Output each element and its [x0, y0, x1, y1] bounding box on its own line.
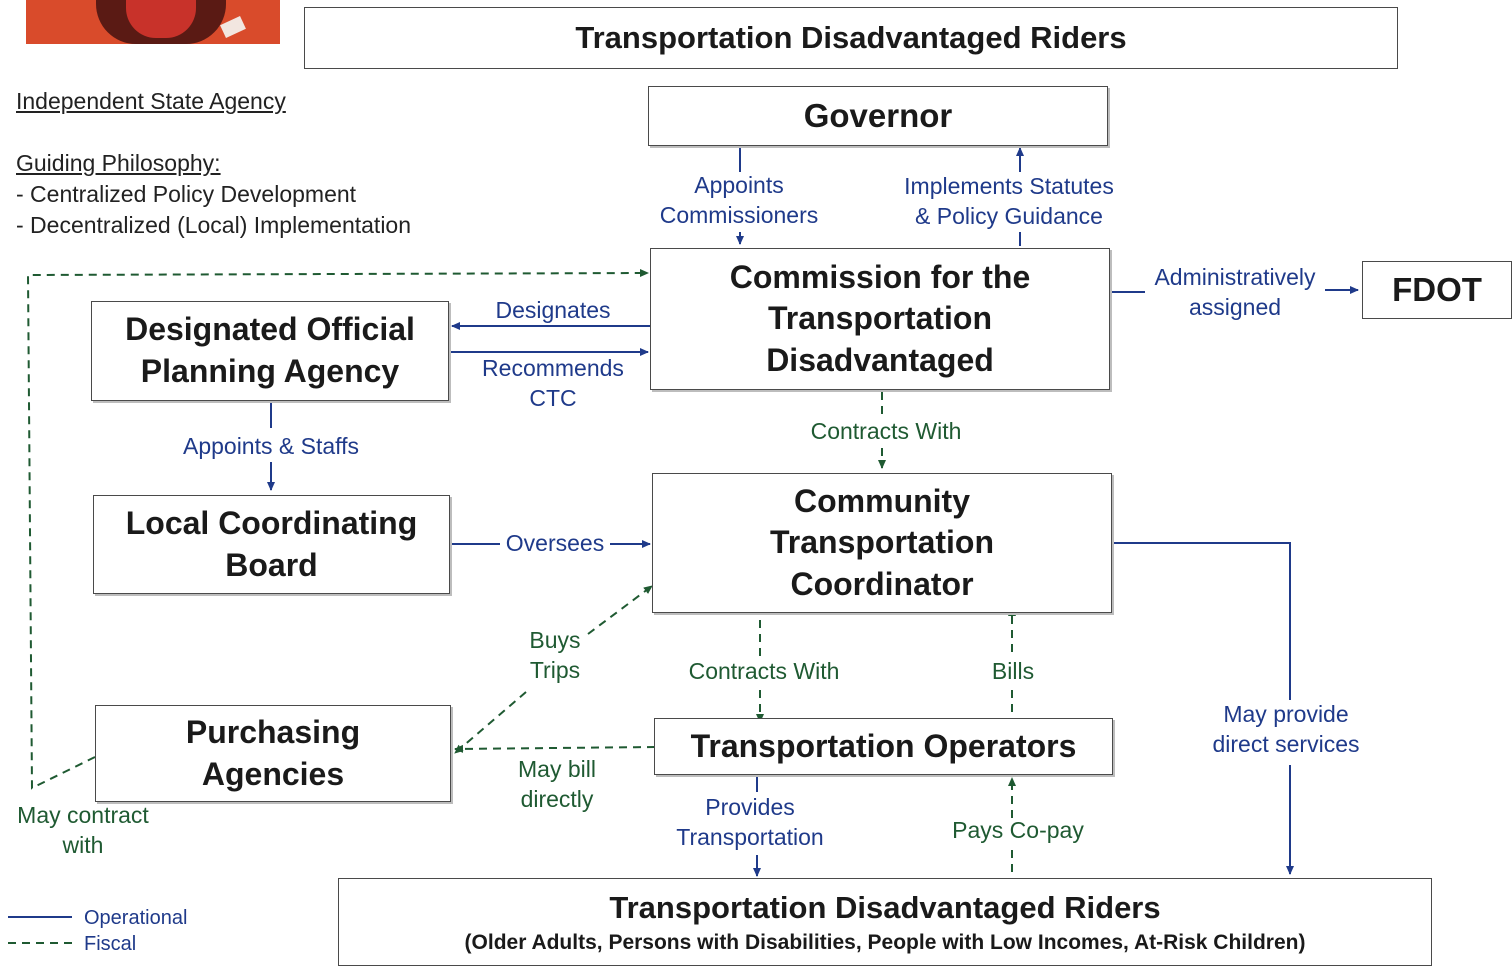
buys-trips-label: Buys Trips: [529, 627, 581, 683]
agency-type: Independent State Agency: [16, 88, 286, 114]
commission-box: Commission for the Transportation Disadv…: [650, 248, 1110, 390]
governor-box: Governor: [648, 86, 1108, 146]
administratively-assigned-label: Administratively assigned: [1154, 264, 1316, 320]
fdot-box: FDOT: [1362, 261, 1512, 319]
planning-agency-box: Designated Official Planning Agency: [91, 301, 449, 401]
may-provide-direct-services-label: May provide direct services: [1212, 701, 1360, 757]
provides-transportation-label: Provides Transportation: [676, 794, 824, 850]
header-title-box: Transportation Disadvantaged Riders: [304, 7, 1398, 69]
planning-agency-label-line1: Designated Official: [125, 311, 415, 348]
may-bill-directly-label: May bill directly: [518, 756, 596, 812]
may-provide-direct-services-arrow: [1112, 542, 1291, 700]
contracts-with-top-label: Contracts With: [810, 418, 962, 444]
riders-title: Transportation Disadvantaged Riders: [609, 890, 1161, 926]
riders-subtitle: (Older Adults, Persons with Disabilities…: [464, 930, 1306, 954]
logo-image: [26, 0, 280, 44]
philosophy-heading: Guiding Philosophy:: [16, 150, 221, 176]
appoints-staffs-label: Appoints & Staffs: [182, 433, 359, 459]
header-title: Transportation Disadvantaged Riders: [575, 20, 1127, 55]
purchasing-agencies-label-line2: Agencies: [201, 755, 345, 792]
appoints-commissioners-label: Appoints Commissioners: [659, 172, 819, 228]
contracts-with-bottom-label: Contracts With: [688, 658, 840, 684]
legend-fiscal-label: Fiscal: [84, 933, 137, 955]
community-coordinator-label-line2: Transportation: [769, 524, 994, 561]
community-coordinator-label-line3: Coordinator: [790, 565, 974, 602]
community-coordinator-label-line1: Community: [794, 482, 970, 519]
fdot-label: FDOT: [1392, 271, 1482, 308]
may-contract-with-path: [26, 269, 649, 790]
coordinating-board-label-line1: Local Coordinating: [125, 504, 418, 541]
planning-agency-label-line2: Planning Agency: [140, 353, 400, 389]
governor-label: Governor: [803, 97, 953, 134]
riders-box: Transportation Disadvantaged Riders (Old…: [338, 878, 1432, 966]
recommends-ctc-label: Recommends CTC: [482, 355, 624, 411]
oversees-label: Oversees: [505, 530, 605, 556]
philosophy-item-centralized: - Centralized Policy Development: [16, 181, 357, 207]
bills-label: Bills: [991, 658, 1035, 684]
buys-trips-arrow-up: [587, 585, 653, 635]
logo-face: [126, 0, 196, 38]
commission-label-line2: Transportation: [767, 300, 992, 337]
transportation-operators-box: Transportation Operators: [654, 718, 1113, 775]
transportation-operators-label: Transportation Operators: [690, 728, 1077, 764]
implements-statutes-label: Implements Statutes & Policy Guidance: [904, 173, 1114, 229]
philosophy-item-decentralized: - Decentralized (Local) Implementation: [16, 212, 412, 238]
buys-trips-arrow-down: [454, 691, 527, 754]
purchasing-agencies-label-line1: Purchasing: [185, 713, 361, 750]
commission-label-line1: Commission for the: [729, 258, 1031, 295]
community-coordinator-box: Community Transportation Coordinator: [652, 473, 1112, 613]
legend-operational-label: Operational: [84, 907, 188, 929]
may-bill-directly-arrow: [454, 744, 656, 753]
coordinating-board-label-line2: Board: [225, 546, 318, 583]
commission-label-line3: Disadvantaged: [766, 341, 994, 378]
logo-card: [220, 16, 246, 38]
pays-copay-label: Pays Co-pay: [952, 817, 1084, 843]
purchasing-agencies-box: Purchasing Agencies: [95, 705, 451, 802]
designates-label: Designates: [495, 297, 611, 323]
coordinating-board-box: Local Coordinating Board: [93, 495, 450, 594]
may-contract-with-label: May contract with: [17, 802, 149, 858]
